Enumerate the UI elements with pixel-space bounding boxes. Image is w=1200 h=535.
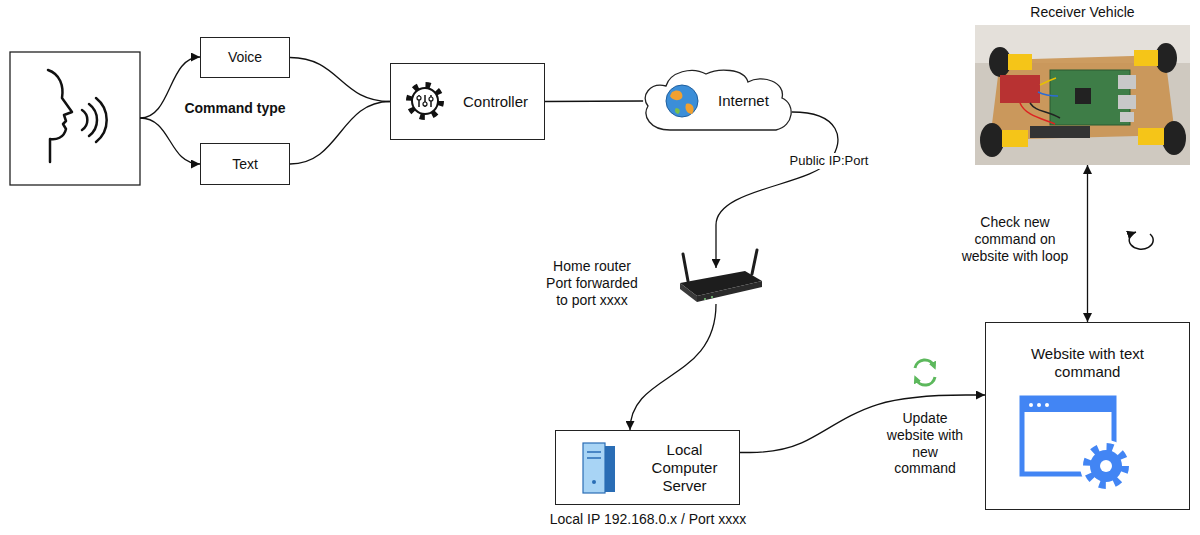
vehicle-photo	[989, 47, 1011, 77]
controller-icon	[429, 97, 433, 101]
connector	[290, 58, 390, 102]
refresh-icon	[915, 360, 935, 385]
internet-link	[716, 112, 838, 268]
controller-icon	[417, 96, 421, 100]
address-label: Local IP 192.168.0.x / Port xxxx	[550, 511, 747, 528]
vehicle-photo	[1040, 78, 1056, 85]
node-text: Text	[232, 156, 258, 173]
globe-icon	[670, 90, 682, 100]
router-icon	[680, 283, 697, 302]
vehicle-photo	[1008, 54, 1032, 70]
node-text: Local Computer Server	[640, 441, 730, 495]
loop-icon	[1129, 232, 1153, 249]
node-text: Controller	[463, 93, 528, 111]
server-icon	[592, 480, 596, 484]
speaker-icon	[10, 52, 140, 185]
server-icon	[587, 451, 601, 453]
node-text: Website with text command	[1018, 345, 1158, 381]
vehicle-photo	[1038, 92, 1058, 96]
connector	[1087, 165, 1088, 322]
controller-icon	[423, 102, 427, 106]
speaker-icon	[48, 70, 72, 162]
website-icon	[1080, 440, 1132, 492]
group-label: Command type	[184, 100, 285, 117]
speaker-icon	[82, 110, 87, 130]
vehicle-photo	[1120, 112, 1134, 122]
server-icon	[583, 443, 605, 493]
vehicle-photo	[975, 25, 1190, 165]
router-icon	[680, 250, 762, 302]
loop-icon	[1129, 232, 1153, 249]
edge-label: Update website with new command	[881, 410, 969, 477]
cloud-outline	[645, 70, 791, 130]
website-icon	[1087, 447, 1125, 485]
website-icon	[1045, 403, 1049, 407]
connector	[290, 102, 390, 165]
speaker-icon	[96, 98, 107, 142]
globe-icon	[666, 85, 698, 117]
website-icon	[1100, 460, 1112, 472]
edge-label: Check new command on website with loop	[958, 214, 1073, 264]
command-type-box: Text	[200, 143, 290, 185]
vehicle-photo-frame: Receiver Vehicle	[975, 4, 1190, 165]
router-link	[630, 304, 716, 430]
server-icon	[583, 443, 615, 493]
command-arrow	[140, 118, 200, 164]
website-icon	[1022, 398, 1132, 492]
node-text: Internet	[718, 92, 769, 110]
globe-icon	[685, 104, 693, 114]
router-icon	[683, 254, 688, 281]
speaker-icon	[10, 52, 140, 185]
controller-icon	[412, 88, 438, 114]
refresh-icon	[915, 360, 934, 368]
connector	[545, 100, 643, 102]
vehicle-photo	[1118, 95, 1136, 109]
controller-icon	[409, 85, 441, 117]
command-type-box: Voice	[200, 37, 290, 78]
internet-cloud: Internet	[640, 66, 795, 136]
vehicle-photo	[975, 25, 1190, 165]
vehicle-photo	[1030, 126, 1090, 138]
router-icon	[752, 250, 757, 274]
website-icon	[1022, 398, 1114, 412]
vehicle-photo	[1134, 50, 1158, 66]
vehicle-photo	[1118, 75, 1136, 89]
node-text: Voice	[228, 49, 262, 66]
internet-link	[716, 112, 838, 268]
server-box: Local Computer Server	[555, 430, 740, 505]
controller-box: Controller	[390, 63, 545, 140]
vehicle-photo	[1075, 88, 1091, 104]
vehicle-photo	[990, 55, 1175, 140]
vehicle-photo	[1000, 75, 1040, 103]
router-label: Home router Port forwarded to port xxxx	[542, 258, 642, 308]
refresh-icon	[916, 377, 935, 385]
globe-icon	[666, 85, 698, 117]
speaker-icon	[89, 104, 97, 136]
cloud-outline	[640, 66, 795, 136]
website-icon	[1037, 403, 1041, 407]
vehicle-photo	[1030, 103, 1060, 118]
router-icon	[711, 296, 713, 298]
vehicle-photo	[1138, 128, 1164, 145]
router-icon	[697, 281, 762, 302]
vehicle-photo	[1155, 43, 1177, 73]
port-label: Public IP:Port	[787, 153, 872, 169]
vehicle-photo	[1002, 130, 1028, 147]
website-box: Website with text command	[985, 322, 1190, 510]
server-icon	[587, 457, 601, 459]
router-icon	[704, 298, 706, 300]
website-icon	[1029, 403, 1033, 407]
router-link	[630, 304, 716, 430]
node-text: Receiver Vehicle	[1030, 4, 1134, 21]
website-icon	[1090, 450, 1122, 482]
controller-icon	[409, 85, 441, 117]
vehicle-photo	[980, 123, 1004, 157]
vehicle-photo	[1162, 121, 1186, 155]
globe-icon	[675, 108, 680, 114]
